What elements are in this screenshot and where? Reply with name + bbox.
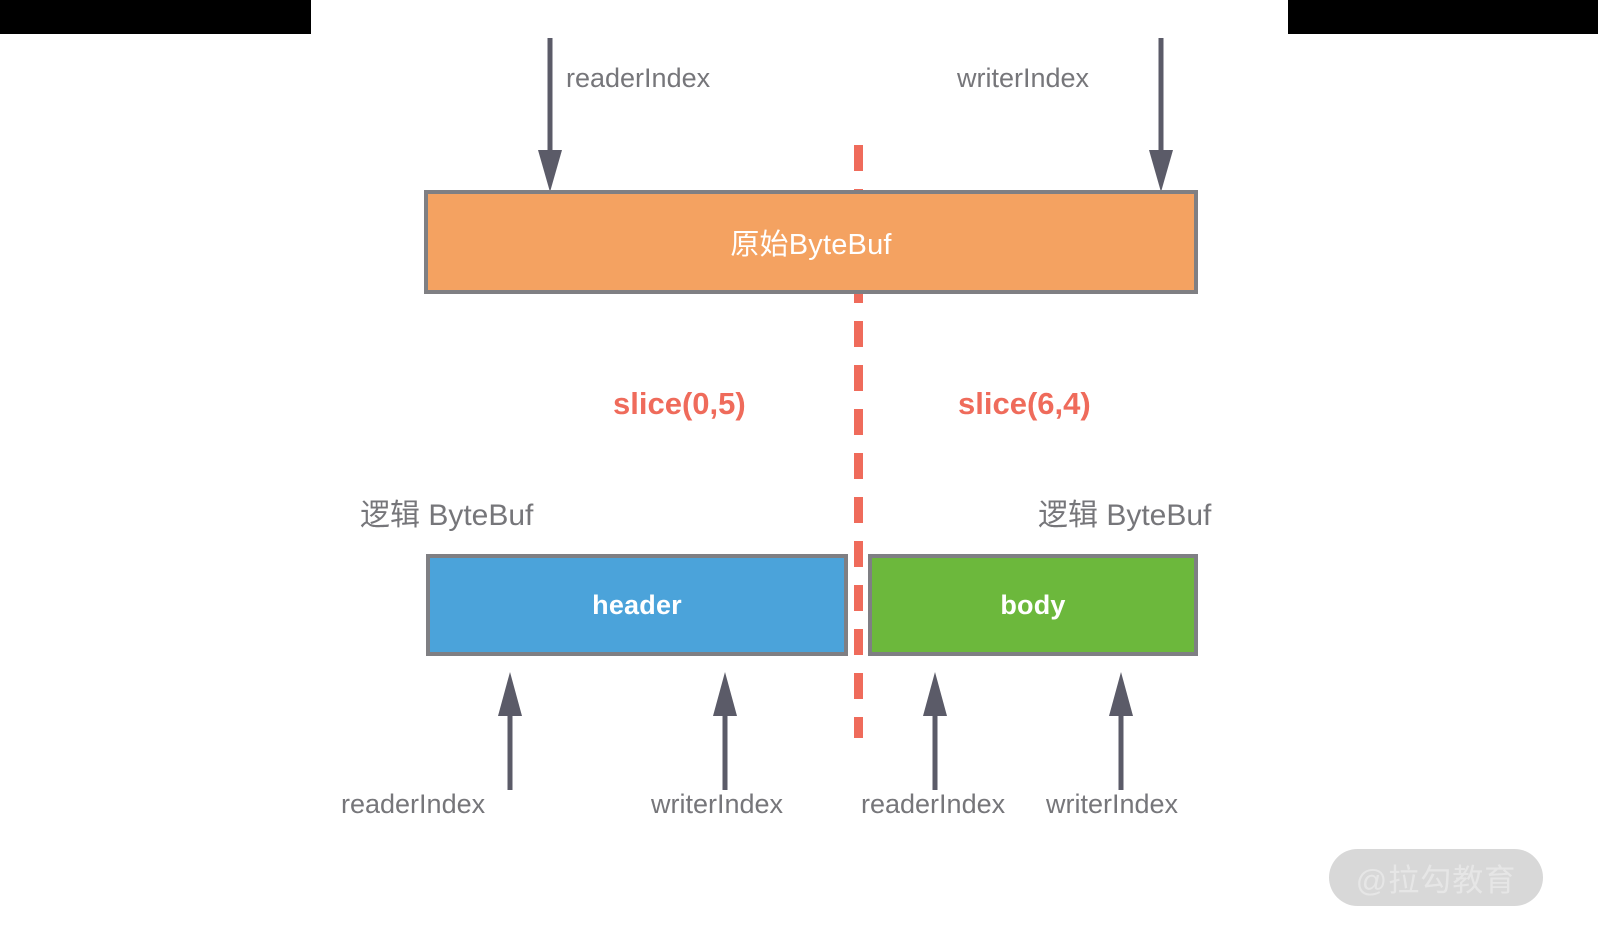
writer-index-pointer-arrow-top [1149, 38, 1173, 193]
watermark-text: @拉勾教育 [1355, 863, 1517, 898]
label-top-writer-index: writerIndex [957, 63, 1090, 93]
original-bytebuf-box: 原始ByteBuf [424, 190, 1198, 294]
watermark-badge: @拉勾教育 [1329, 849, 1543, 906]
label-slice-left: slice(0,5) [613, 386, 746, 421]
label-header-reader-index: readerIndex [341, 789, 486, 819]
body-reader-index-pointer-arrow [923, 672, 947, 790]
body-writer-index-pointer-arrow [1109, 672, 1133, 790]
label-header-writer-index: writerIndex [651, 789, 784, 819]
header-bytebuf-box: header [426, 554, 848, 656]
letterbox-bar-left [0, 0, 311, 34]
header-reader-index-pointer-arrow [498, 672, 522, 790]
body-bytebuf-box: body [868, 554, 1198, 656]
split-divider-line [854, 145, 863, 738]
label-body-reader-index: readerIndex [861, 789, 1006, 819]
label-top-reader-index: readerIndex [566, 63, 711, 93]
header-writer-index-pointer-arrow [713, 672, 737, 790]
label-logical-bytebuf-left: 逻辑 ByteBuf [360, 499, 534, 532]
body-bytebuf-label: body [1000, 589, 1066, 620]
label-logical-bytebuf-right: 逻辑 ByteBuf [1038, 499, 1212, 532]
label-body-writer-index: writerIndex [1046, 789, 1179, 819]
original-bytebuf-label: 原始ByteBuf [730, 229, 892, 261]
label-slice-right: slice(6,4) [958, 386, 1091, 421]
header-bytebuf-label: header [592, 589, 682, 620]
reader-index-pointer-arrow-top [538, 38, 562, 193]
letterbox-bar-right [1288, 0, 1598, 34]
